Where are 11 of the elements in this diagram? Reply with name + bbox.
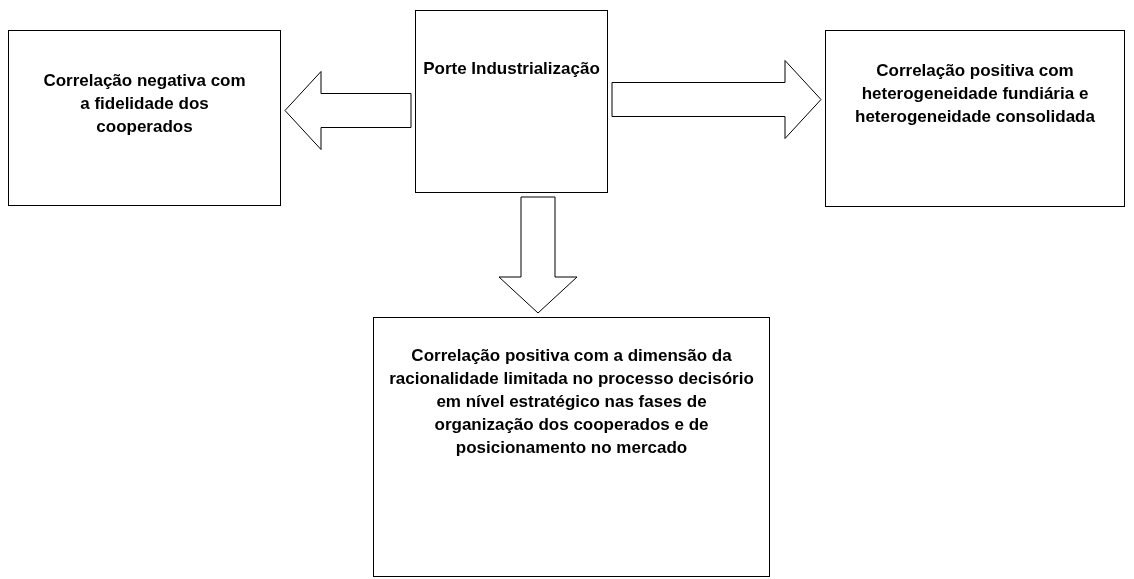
text-box — [8, 30, 281, 206]
text-box — [415, 10, 608, 193]
box-text: Porte Industrialização — [423, 58, 600, 80]
block-arrow — [611, 60, 822, 139]
box-text: Correlação negativa com a fidelidade dos cooperados — [42, 70, 247, 138]
box-text: Correlação positiva com heterogeneidade fundiária e heterogeneidade consolidada — [854, 60, 1096, 128]
text-box — [825, 30, 1125, 207]
box-text: Correlação positiva com a dimensão da racionalidade limitada no processo decisório em nível estratégico nas fases de organização dos cooperados e de posicionamento no mercado — [388, 345, 755, 459]
block-arrow — [498, 196, 578, 314]
text-box — [373, 317, 770, 577]
block-arrow — [284, 71, 412, 150]
